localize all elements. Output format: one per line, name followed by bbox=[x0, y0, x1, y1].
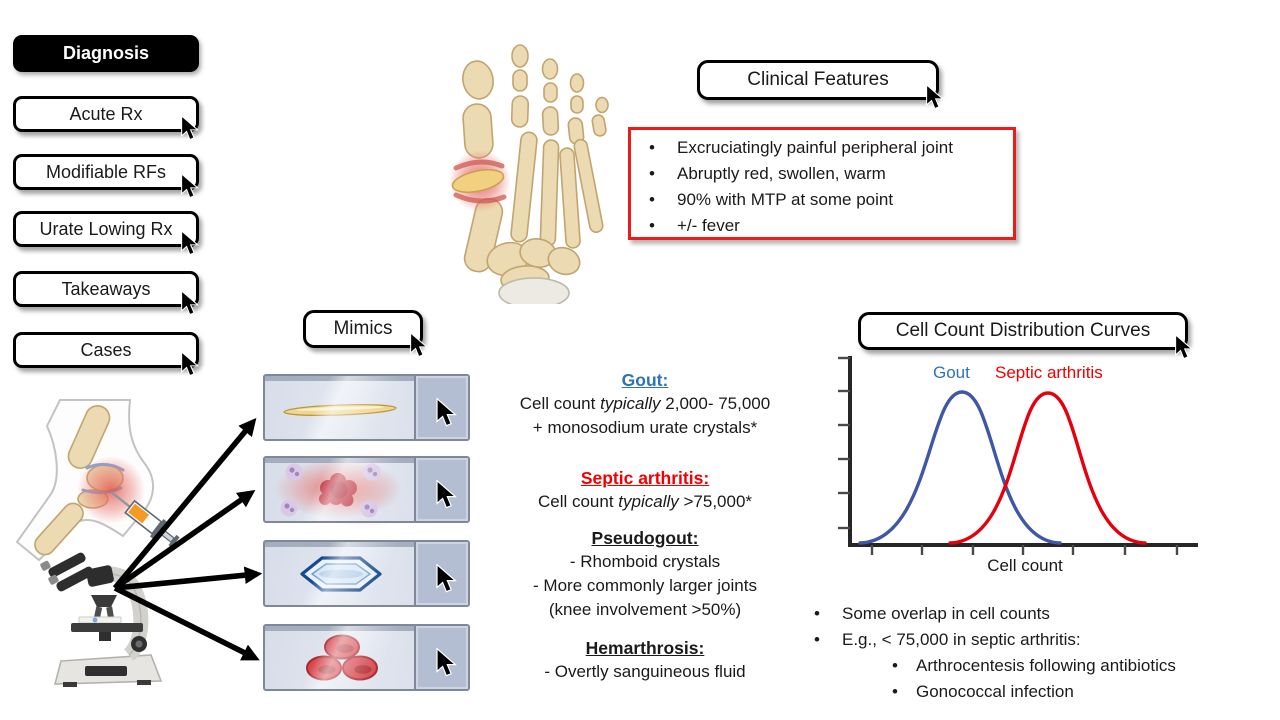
foot-skeleton-illustration bbox=[449, 44, 609, 304]
pseudogout-line1: - Rhomboid crystals bbox=[569, 552, 721, 571]
legend-gout: Gout bbox=[933, 363, 970, 382]
septic-heading: Septic arthritis: bbox=[580, 468, 710, 488]
syringe-icon bbox=[110, 491, 180, 548]
sidebar-item-label: Acute Rx bbox=[69, 104, 143, 124]
note-sub-bullet: • Gonococcal infection bbox=[808, 679, 1278, 705]
distribution-chart bbox=[838, 356, 1198, 555]
sidebar-item-cases[interactable]: Cases bbox=[13, 332, 199, 368]
rhomboid-crystal-illustration bbox=[300, 556, 382, 592]
y-axis-ticks bbox=[838, 356, 850, 530]
clinical-features-box: • Excruciatingly painful peripheral join… bbox=[628, 127, 1016, 240]
cursor-icon bbox=[179, 173, 200, 199]
arrows-microscope-to-slides bbox=[112, 417, 263, 661]
gout-line1: Cell count typically 2,000- 75,000 bbox=[519, 394, 771, 413]
mimics-button[interactable]: Mimics bbox=[303, 310, 423, 348]
clinical-bullet: • Excruciatingly painful peripheral join… bbox=[643, 135, 1005, 161]
bullet-dot: • bbox=[649, 138, 655, 157]
bullet-dot: • bbox=[892, 656, 898, 675]
note-sub-bullet: • Arthrocentesis following antibiotics bbox=[808, 653, 1278, 679]
sidebar-item-label: Cases bbox=[80, 340, 132, 360]
sidebar-item-urate-lowing-rx[interactable]: Urate Lowing Rx bbox=[13, 211, 199, 247]
mimic-slide-septic-fluid[interactable] bbox=[263, 456, 470, 523]
bullet-dot: • bbox=[649, 190, 655, 209]
gout-curve bbox=[858, 390, 1062, 545]
mimics-label: Mimics bbox=[333, 318, 393, 339]
needle-crystal-illustration bbox=[283, 403, 397, 417]
mimic-slide-red-blood-cells[interactable] bbox=[263, 624, 470, 691]
synovial-fluid-findings: Gout: Cell count typically 2,000- 75,000… bbox=[468, 368, 822, 684]
bullet-dot: • bbox=[649, 216, 655, 235]
cursor-icon bbox=[408, 332, 429, 358]
cursor-icon bbox=[434, 648, 458, 677]
clinical-bullet: • +/- fever bbox=[643, 213, 1005, 239]
clinical-bullet: • Abruptly red, swollen, warm bbox=[643, 161, 1005, 187]
bullet-dot: • bbox=[814, 630, 820, 649]
hemarthrosis-heading: Hemarthrosis: bbox=[585, 638, 705, 658]
sidebar-item-modifiable-rfs[interactable]: Modifiable RFs bbox=[13, 154, 199, 190]
overlap-notes: • Some overlap in cell counts • E.g., < … bbox=[808, 601, 1278, 705]
bullet-dot: • bbox=[892, 682, 898, 701]
note-bullet: • Some overlap in cell counts bbox=[808, 601, 1278, 627]
pseudogout-line3: (knee involvement >50%) bbox=[548, 600, 742, 619]
sidebar-item-takeaways[interactable]: Takeaways bbox=[13, 271, 199, 307]
knee-arthrocentesis-illustration bbox=[15, 399, 180, 562]
clinical-bullet: • 90% with MTP at some point bbox=[643, 187, 1005, 213]
cursor-icon bbox=[179, 115, 200, 141]
sidebar-title-diagnosis[interactable]: Diagnosis bbox=[13, 35, 199, 72]
cursor-icon bbox=[179, 290, 200, 316]
bullet-dot: • bbox=[814, 604, 820, 623]
septic-arthritis-curve bbox=[948, 391, 1147, 545]
sidebar-item-acute-rx[interactable]: Acute Rx bbox=[13, 96, 199, 132]
cursor-icon bbox=[179, 351, 200, 377]
clinical-features-label: Clinical Features bbox=[747, 69, 889, 90]
sidebar-item-label: Takeaways bbox=[61, 279, 151, 299]
distribution-title-label: Cell Count Distribution Curves bbox=[895, 320, 1151, 341]
cell-count-distribution-button[interactable]: Cell Count Distribution Curves bbox=[858, 312, 1188, 350]
mimic-slide-needle-crystal[interactable] bbox=[263, 374, 470, 441]
mimic-slide-rhomboid-crystal[interactable] bbox=[263, 540, 470, 607]
note-bullet: • E.g., < 75,000 in septic arthritis: bbox=[808, 627, 1278, 653]
sidebar-item-label: Urate Lowing Rx bbox=[39, 219, 173, 239]
pseudogout-heading: Pseudogout: bbox=[591, 528, 699, 548]
sidebar-item-label: Modifiable RFs bbox=[45, 162, 167, 182]
cursor-icon bbox=[924, 84, 945, 110]
x-axis-ticks bbox=[870, 545, 1179, 555]
gout-line2: + monosodium urate crystals* bbox=[532, 418, 758, 437]
gout-heading: Gout: bbox=[621, 370, 669, 390]
clinical-features-button[interactable]: Clinical Features bbox=[697, 60, 939, 100]
inflamed-knee-joint bbox=[77, 456, 145, 524]
cursor-icon bbox=[179, 230, 200, 256]
septic-fluid-illustration bbox=[274, 459, 402, 519]
legend-septic-arthritis: Septic arthritis bbox=[995, 363, 1103, 382]
hemarthrosis-line1: - Overtly sanguineous fluid bbox=[544, 662, 746, 681]
pseudogout-line2: - More commonly larger joints bbox=[533, 576, 757, 595]
cursor-icon bbox=[434, 564, 458, 593]
chart-x-axis-label: Cell count bbox=[987, 556, 1063, 575]
bullet-dot: • bbox=[649, 164, 655, 183]
cursor-icon bbox=[434, 398, 458, 427]
red-blood-cells-illustration bbox=[306, 634, 378, 681]
septic-line1: Cell count typically >75,000* bbox=[537, 492, 753, 511]
cursor-icon bbox=[434, 480, 458, 509]
